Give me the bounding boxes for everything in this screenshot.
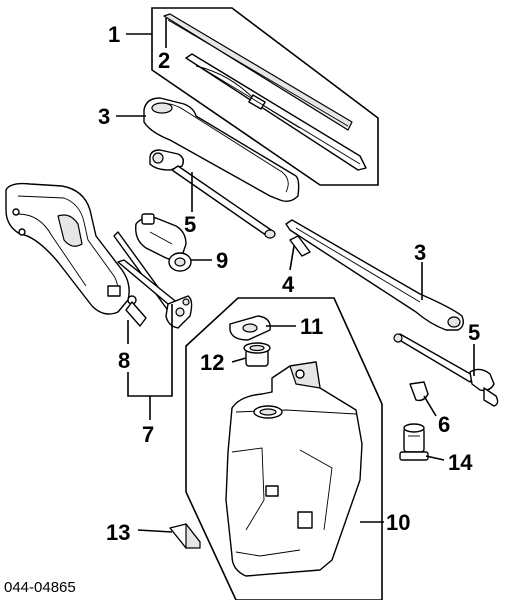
callout-13: 13 [106,520,130,545]
pivot-nut-cap [289,235,311,257]
wiper-blade-kit-group [151,7,379,186]
callout-9: 9 [216,248,228,273]
callout-8: 8 [118,348,130,373]
callout-4: 4 [282,272,295,297]
callout-5-upper: 5 [184,212,196,237]
washer-hose-connector [169,523,201,549]
washer-pump-grommet [409,381,429,402]
reservoir-group-outline [185,297,383,600]
callout-2: 2 [158,48,170,73]
wiper-arm-right [285,219,465,331]
callout-1: 1 [108,22,120,47]
wiper-pivot-rod-lower [393,333,499,407]
wiper-arm-left [143,97,300,203]
wiper-blade-assembly [185,53,367,171]
cowl-bracket-frame [5,182,137,315]
callout-labels: 1 2 3 5 9 4 3 5 6 14 11 12 8 7 13 10 044… [4,22,480,596]
callout-5-lower: 5 [468,320,480,345]
callout-3-upper: 3 [98,104,110,129]
wiper-motor [135,213,192,272]
reservoir-filler-neck [243,342,271,367]
callout-14: 14 [448,450,473,475]
reservoir-gasket [229,315,271,341]
callout-7: 7 [142,422,154,447]
wiper-pivot-rod-upper [149,149,276,239]
callout-12: 12 [200,350,224,375]
callout-6: 6 [438,412,450,437]
catalog-code: 044-04865 [4,579,76,596]
leader-lines [116,18,475,533]
washer-reservoir [225,361,363,577]
wiper-blade-refill [163,13,353,131]
blade-kit-outline [151,7,379,186]
callout-11: 11 [300,314,323,339]
callout-3-lower: 3 [414,240,426,265]
washer-reservoir-group [185,297,383,600]
washer-pump [399,423,429,461]
callout-10: 10 [386,510,410,535]
